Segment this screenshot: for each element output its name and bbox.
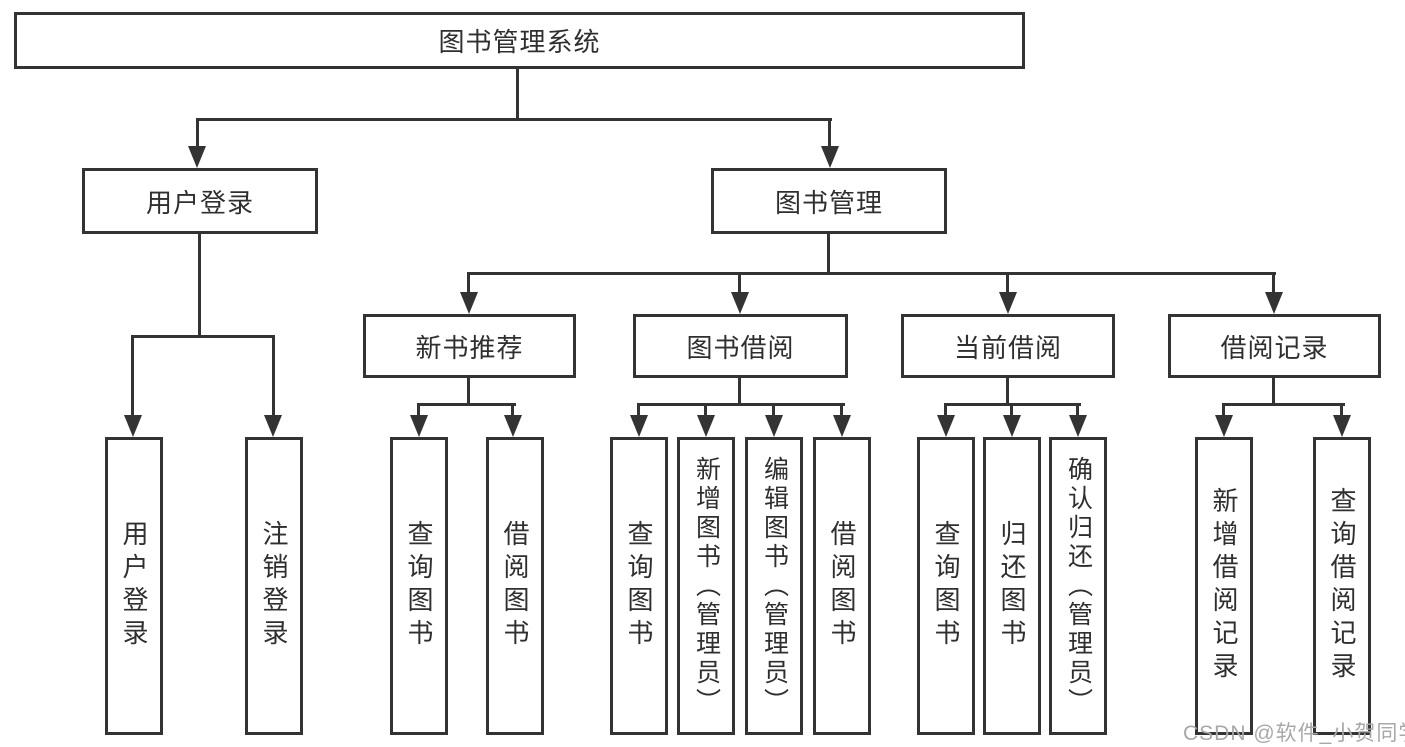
arrowhead-icon [937,415,955,437]
connector-drop [272,335,275,417]
connector-drop [738,272,741,294]
connector-drop [944,403,947,417]
leaf-query-books: 查询图书 [390,437,448,735]
leaf-logout: 注销登录 [245,437,303,735]
arrowhead-icon [1215,415,1233,437]
csdn-watermark: CSDN @软件_小贺同学 [1183,722,1405,745]
connector-rail-records [1222,403,1345,406]
connector-drop [1272,272,1275,294]
arrowhead-icon [1069,415,1087,437]
node-label: 图书管理系统 [438,27,601,57]
leaf-add-books-admin: 新增图书（管理员） [677,437,735,735]
leaf-label: 编辑图书（管理员） [760,455,789,717]
connector-userlogin-stem [198,233,201,335]
leaf-return-books: 归还图书 [983,437,1041,735]
arrowhead-icon [833,415,851,437]
connector-drop-book-mgmt [828,118,831,148]
leaf-query-borrow-record: 查询借阅记录 [1313,437,1371,735]
arrowhead-icon [1003,415,1021,437]
arrowhead-icon [765,415,783,437]
connector-rail-borrow [637,403,845,406]
node-label: 图书管理 [774,187,883,218]
connector-drop [704,403,707,417]
leaf-label: 新增图书（管理员） [692,455,721,717]
node-book-management: 图书管理 [711,168,947,234]
leaf-label: 注销登录 [259,520,289,652]
leaf-label: 借阅图书 [827,520,857,652]
leaf-edit-books-admin: 编辑图书（管理员） [745,437,803,735]
leaf-query-books: 查询图书 [610,437,668,735]
node-label: 用户登录 [145,187,254,218]
arrowhead-icon [504,415,522,437]
leaf-user-login: 用户登录 [105,437,163,735]
node-label: 当前借阅 [953,332,1062,363]
connector-drop [772,403,775,417]
arrowhead-icon [1265,292,1283,314]
connector-borrow-stem [738,377,741,405]
arrowhead-icon [264,415,282,437]
leaf-label: 归还图书 [997,520,1027,652]
connector-drop [840,403,843,417]
arrowhead-icon [697,415,715,437]
leaf-label: 借阅图书 [500,520,530,652]
connector-drop [1222,403,1225,417]
leaf-label: 确认归还（管理员） [1064,455,1093,717]
leaf-borrow-books: 借阅图书 [486,437,544,735]
arrowhead-icon [821,146,839,168]
node-user-login: 用户登录 [82,168,318,234]
arrowhead-icon [124,415,142,437]
node-label: 新书推荐 [415,332,524,363]
connector-current-stem [1006,377,1009,405]
arrowhead-icon [1333,415,1351,437]
connector-drop [1340,403,1343,417]
connector-drop [1076,403,1079,417]
leaf-label: 查询图书 [931,520,961,652]
leaf-label: 查询图书 [624,520,654,652]
node-label: 图书借阅 [686,332,795,363]
node-book-borrow: 图书借阅 [633,314,848,378]
leaf-label: 新增借阅记录 [1209,487,1239,685]
leaf-label: 用户登录 [119,520,149,652]
connector-root-stem [516,69,519,119]
leaf-confirm-return-admin: 确认归还（管理员） [1049,437,1107,735]
leaf-label: 查询借阅记录 [1327,487,1357,685]
node-current-borrow: 当前借阅 [901,314,1115,378]
connector-drop [1006,272,1009,294]
arrowhead-icon [410,415,428,437]
connector-drop [1010,403,1013,417]
arrowhead-icon [460,292,478,314]
arrowhead-icon [999,292,1017,314]
connector-drop [511,403,514,417]
node-borrow-records: 借阅记录 [1168,314,1381,378]
leaf-add-borrow-record: 新增借阅记录 [1195,437,1253,735]
connector-newbook-stem [467,377,470,405]
connector-rail-level2 [196,118,832,121]
leaf-query-books: 查询图书 [917,437,975,735]
connector-drop [131,335,134,417]
node-label: 借阅记录 [1220,332,1329,363]
connector-records-stem [1272,377,1275,405]
connector-drop-user-login [196,118,199,148]
arrowhead-icon [630,415,648,437]
connector-drop [467,272,470,294]
node-system-root: 图书管理系统 [14,12,1025,69]
connector-bookmgmt-stem [827,233,830,274]
node-new-book-recommend: 新书推荐 [363,314,576,378]
connector-rail-level3 [467,272,1276,275]
leaf-borrow-books: 借阅图书 [813,437,871,735]
leaf-label: 查询图书 [404,520,434,652]
connector-drop [637,403,640,417]
connector-drop [417,403,420,417]
arrowhead-icon [188,146,206,168]
connector-rail-userlogin [131,335,275,338]
connector-rail-newbook [417,403,516,406]
arrowhead-icon [731,292,749,314]
